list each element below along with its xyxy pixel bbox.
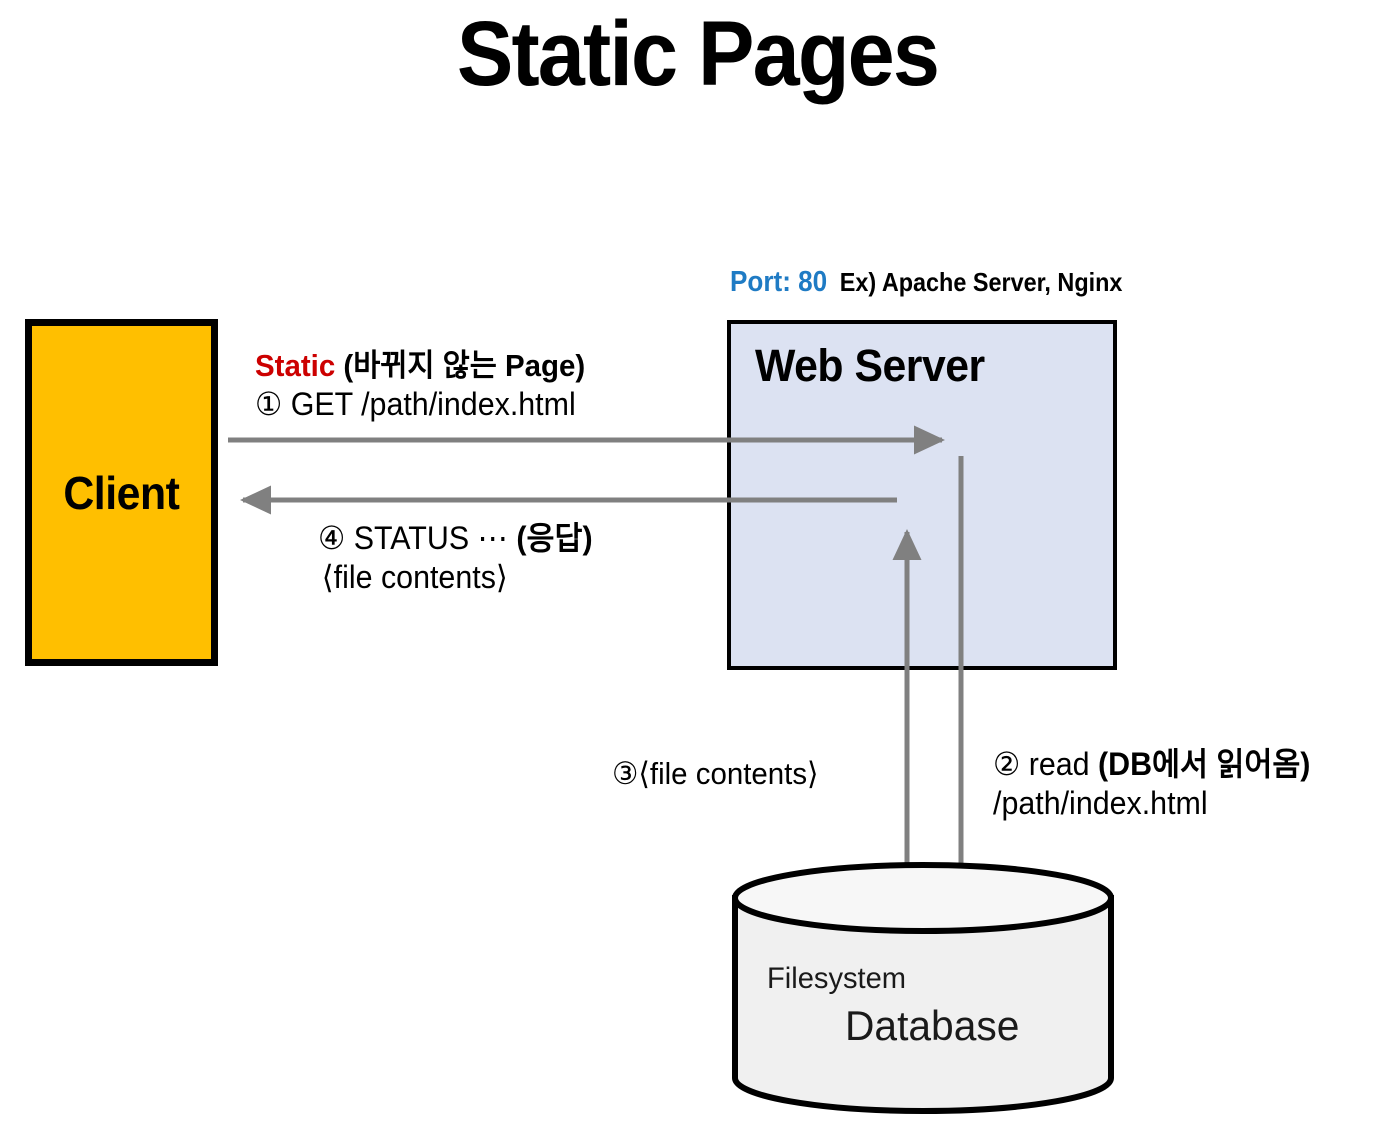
annotation-response-payload: ⟨file contents⟩ (321, 559, 508, 596)
annotation-request: Static (바뀌지 않는 Page) ① GET /path/index.h… (255, 347, 585, 424)
web-server-caption: Port: 80 Ex) Apache Server, Nginx (730, 266, 1122, 299)
annotation-request-step: ① GET /path/index.html (255, 385, 576, 422)
client-node[interactable]: Client (25, 319, 218, 666)
web-server-node[interactable] (727, 320, 1117, 670)
annotation-read-note: (DB에서 읽어옴) (1097, 746, 1311, 782)
annotation-db-to-server: ③⟨file contents⟩ (612, 755, 819, 793)
web-server-node-label: Web Server (755, 340, 985, 391)
annotation-static-tag: Static (255, 348, 336, 383)
annotation-static-note: (바뀌지 않는 Page) (343, 348, 586, 383)
database-label-filesystem: Filesystem (767, 962, 907, 995)
client-node-label: Client (63, 466, 180, 519)
server-example-label: Ex) Apache Server, Nginx (839, 267, 1123, 297)
annotation-response-step: ④ STATUS ⋯ (318, 520, 508, 556)
annotation-read-step: ② read (993, 746, 1090, 782)
annotation-server-to-db: ② read (DB에서 읽어옴) /path/index.html (993, 745, 1310, 823)
database-label-main: Database (845, 1002, 1020, 1049)
annotation-response-note: (응답) (516, 520, 593, 556)
page-title: Static Pages (456, 3, 940, 105)
annotation-db-to-server-step: ③⟨file contents⟩ (612, 756, 819, 791)
port-label: Port: 80 (730, 266, 828, 298)
annotation-read-path: /path/index.html (993, 785, 1208, 822)
annotation-response: ④ STATUS ⋯ (응답) ⟨file contents⟩ (318, 519, 593, 597)
